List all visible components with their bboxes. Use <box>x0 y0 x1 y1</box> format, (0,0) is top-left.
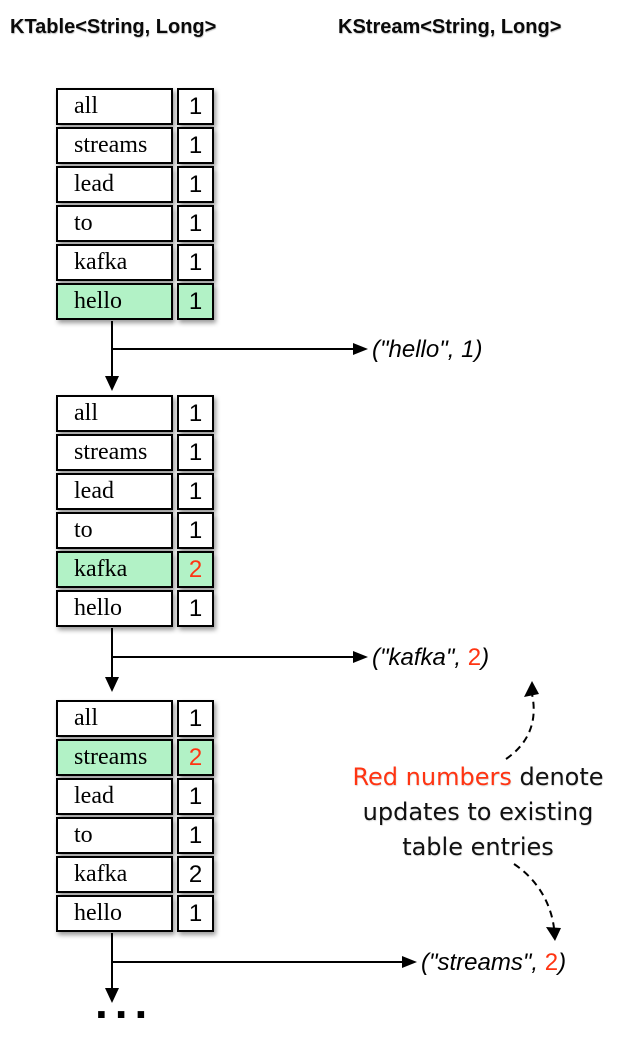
table-row: hello 1 <box>56 895 214 932</box>
word-cell: to <box>56 512 173 549</box>
table-row: all 1 <box>56 88 214 125</box>
table-row: all 1 <box>56 700 214 737</box>
word-cell: hello <box>56 283 173 320</box>
count-cell: 1 <box>177 895 214 932</box>
count-cell-updated: 2 <box>177 551 214 588</box>
kstream-header: KStream<String, Long> <box>338 16 562 38</box>
right-arrow-1 <box>112 343 368 355</box>
record-text: ) <box>481 644 490 671</box>
word-cell: lead <box>56 166 173 203</box>
table-row: streams 1 <box>56 127 214 164</box>
word-cell: streams <box>56 434 173 471</box>
count-cell: 1 <box>177 205 214 242</box>
word-cell: hello <box>56 895 173 932</box>
record-text: ("hello", <box>372 336 462 363</box>
word-cell: to <box>56 817 173 854</box>
count-cell: 1 <box>177 512 214 549</box>
table-row: all 1 <box>56 395 214 432</box>
table-row: to 1 <box>56 817 214 854</box>
word-cell: all <box>56 88 173 125</box>
word-cell: all <box>56 700 173 737</box>
ktable-state-1: all 1 streams 1 lead 1 to 1 kafka 1 hell… <box>56 88 214 320</box>
table-row-highlighted: hello 1 <box>56 283 214 320</box>
down-arrow-1 <box>105 321 119 391</box>
annotation-line-1: Red numbers denote <box>333 760 623 795</box>
word-cell: to <box>56 205 173 242</box>
word-cell: kafka <box>56 244 173 281</box>
count-cell: 1 <box>177 590 214 627</box>
count-cell: 1 <box>177 88 214 125</box>
word-cell: lead <box>56 473 173 510</box>
down-arrow-2 <box>105 628 119 692</box>
table-row-highlighted: streams 2 <box>56 739 214 776</box>
record-text: ) <box>558 949 567 976</box>
right-arrow-2 <box>112 651 368 663</box>
record-text: ("kafka", <box>372 644 468 671</box>
record-count-updated: 2 <box>467 644 482 671</box>
table-row: to 1 <box>56 512 214 549</box>
table-row: kafka 2 <box>56 856 214 893</box>
word-cell: kafka <box>56 551 173 588</box>
table-row: streams 1 <box>56 434 214 471</box>
table-row: lead 1 <box>56 778 214 815</box>
continuation-ellipsis: ... <box>95 976 155 1028</box>
count-cell: 1 <box>177 778 214 815</box>
word-cell: lead <box>56 778 173 815</box>
record-text: ("streams", <box>421 949 545 976</box>
word-cell: streams <box>56 127 173 164</box>
annotation-red-text: Red numbers <box>352 763 512 791</box>
table-row: kafka 1 <box>56 244 214 281</box>
record-text: ) <box>474 336 483 363</box>
annotation-line-2: updates to existing <box>362 798 594 826</box>
record-count-updated: 2 <box>544 949 559 976</box>
word-cell: hello <box>56 590 173 627</box>
stream-record-hello: ("hello", 1) <box>372 336 482 364</box>
table-row-highlighted: kafka 2 <box>56 551 214 588</box>
count-cell: 1 <box>177 127 214 164</box>
ktable-state-2: all 1 streams 1 lead 1 to 1 kafka 2 hell… <box>56 395 214 627</box>
annotation-line-3: table entries <box>402 833 554 861</box>
annotation-black-text: denote <box>511 763 604 791</box>
stream-record-kafka: ("kafka", 2) <box>372 644 489 672</box>
table-row: lead 1 <box>56 473 214 510</box>
count-cell: 1 <box>177 244 214 281</box>
count-cell: 1 <box>177 700 214 737</box>
word-cell: kafka <box>56 856 173 893</box>
stream-record-streams: ("streams", 2) <box>421 949 566 977</box>
table-row: hello 1 <box>56 590 214 627</box>
dashed-arrow-to-kafka-2 <box>505 681 539 760</box>
count-cell: 1 <box>177 434 214 471</box>
count-cell: 2 <box>177 856 214 893</box>
ktable-state-3: all 1 streams 2 lead 1 to 1 kafka 2 hell… <box>56 700 214 932</box>
count-cell: 1 <box>177 817 214 854</box>
count-cell: 1 <box>177 166 214 203</box>
dashed-arrow-to-streams-2 <box>513 863 561 941</box>
table-row: lead 1 <box>56 166 214 203</box>
count-cell: 1 <box>177 473 214 510</box>
word-cell: streams <box>56 739 173 776</box>
word-cell: all <box>56 395 173 432</box>
table-row: to 1 <box>56 205 214 242</box>
annotation-note: Red numbers denote updates to existing t… <box>333 760 623 865</box>
right-arrow-3 <box>112 956 417 968</box>
count-cell-updated: 2 <box>177 739 214 776</box>
count-cell: 1 <box>177 283 214 320</box>
record-count: 1 <box>461 336 475 363</box>
count-cell: 1 <box>177 395 214 432</box>
ktable-header: KTable<String, Long> <box>10 16 217 38</box>
